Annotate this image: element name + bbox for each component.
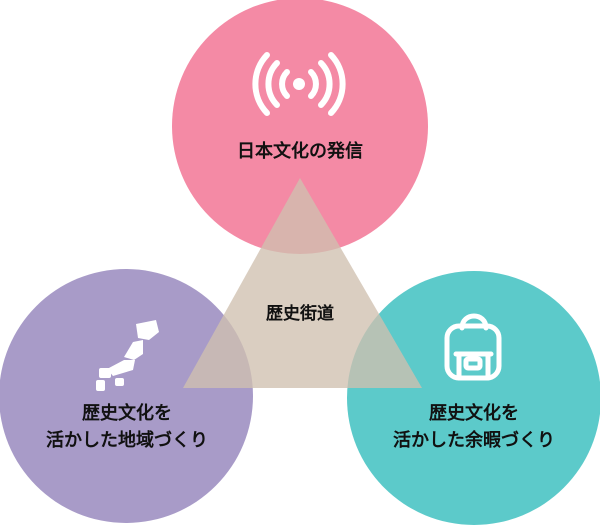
center-triangle xyxy=(183,178,422,388)
top-circle-label: 日本文化の発信 xyxy=(237,140,363,162)
right-circle-label-line2: 活かした余暇づくり xyxy=(393,429,555,451)
circle-right xyxy=(347,271,600,525)
broadcast-icon xyxy=(252,52,346,116)
center-label: 歴史街道 xyxy=(266,303,334,324)
left-circle-label-line2: 活かした地域づくり xyxy=(46,429,208,451)
right-circle-label-line1: 歴史文化を xyxy=(429,402,519,424)
backpack-icon xyxy=(444,313,502,381)
japan-map-icon xyxy=(96,320,159,391)
circle-top xyxy=(172,0,428,254)
left-circle-label-line1: 歴史文化を xyxy=(82,402,172,424)
circle-left xyxy=(0,269,253,523)
